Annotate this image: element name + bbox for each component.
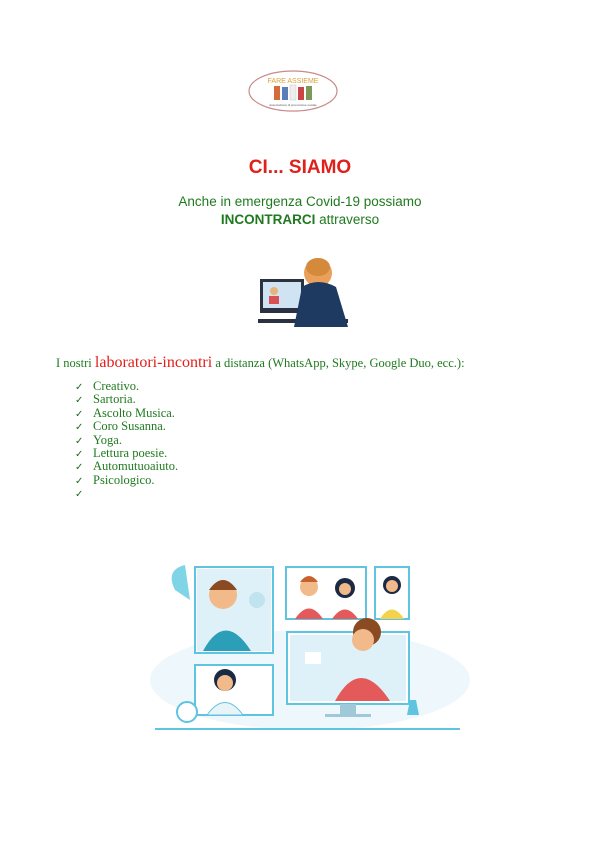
check-icon: ✓ bbox=[75, 422, 84, 434]
check-icon: ✓ bbox=[75, 448, 84, 460]
page-title: CI... SIAMO bbox=[248, 157, 352, 178]
list-item: ✓ Yoga. bbox=[75, 432, 178, 447]
workshop-list: ✓ Creativo. ✓ Sartoria. ✓ Ascolto Musica. ✓… bbox=[75, 379, 179, 501]
video-call-illustration bbox=[258, 258, 348, 327]
subtitle-rest: attraverso bbox=[319, 212, 380, 227]
intro-text: I nostri laboratori-incontri a distanza … bbox=[56, 354, 465, 372]
svg-text:Associazione di promozione soc: Associazione di promozione sociale bbox=[269, 103, 317, 107]
list-item-label: Psicologico. bbox=[93, 472, 155, 487]
list-item-label: Yoga. bbox=[93, 432, 122, 447]
list-item: ✓ Creativo. bbox=[75, 379, 178, 393]
list-item-label: Ascolto Musica. bbox=[93, 405, 175, 420]
check-icon: ✓ bbox=[75, 475, 84, 487]
list-item: ✓ Ascolto Musica. bbox=[75, 405, 178, 420]
list-item: ✓ Psicologico. bbox=[75, 472, 178, 487]
list-item: ✓ Automutuoaiuto. bbox=[75, 459, 179, 474]
list-item-label: Coro Susanna. bbox=[93, 419, 166, 434]
check-icon: ✓ bbox=[75, 395, 84, 407]
list-item-label: Creativo. bbox=[93, 379, 140, 393]
list-item: ✓ Coro Susanna. bbox=[75, 419, 178, 434]
intro-suffix: a distanza (WhatsApp, Skype, Google Duo,… bbox=[215, 356, 465, 370]
online-meeting-illustration bbox=[150, 565, 470, 730]
list-item-label: Lettura poesie. bbox=[93, 445, 168, 460]
check-icon: ✓ bbox=[75, 489, 84, 501]
list-item-label: Automutuoaiuto. bbox=[93, 459, 179, 474]
list-item: ✓ Lettura poesie. bbox=[75, 445, 178, 460]
check-icon: ✓ bbox=[75, 435, 84, 447]
subtitle-line1: Anche in emergenza Covid-19 possiamo bbox=[178, 194, 422, 209]
list-item-label: Sartoria. bbox=[93, 392, 136, 407]
fare-assieme-logo: FARE ASSIEME Associazione di promozione … bbox=[248, 70, 338, 112]
list-item: ✓ bbox=[75, 487, 178, 500]
check-icon: ✓ bbox=[75, 408, 84, 420]
svg-text:FARE ASSIEME: FARE ASSIEME bbox=[268, 78, 319, 85]
check-icon: ✓ bbox=[75, 462, 84, 474]
check-icon: ✓ bbox=[75, 382, 84, 393]
subtitle: Anche in emergenza Covid-19 possiamo INC… bbox=[0, 193, 600, 229]
intro-prefix: I nostri bbox=[56, 356, 92, 370]
subtitle-bold: INCONTRARCI bbox=[220, 212, 316, 227]
list-item: ✓ Sartoria. bbox=[75, 392, 178, 407]
intro-highlight: laboratori-incontri bbox=[94, 354, 213, 371]
